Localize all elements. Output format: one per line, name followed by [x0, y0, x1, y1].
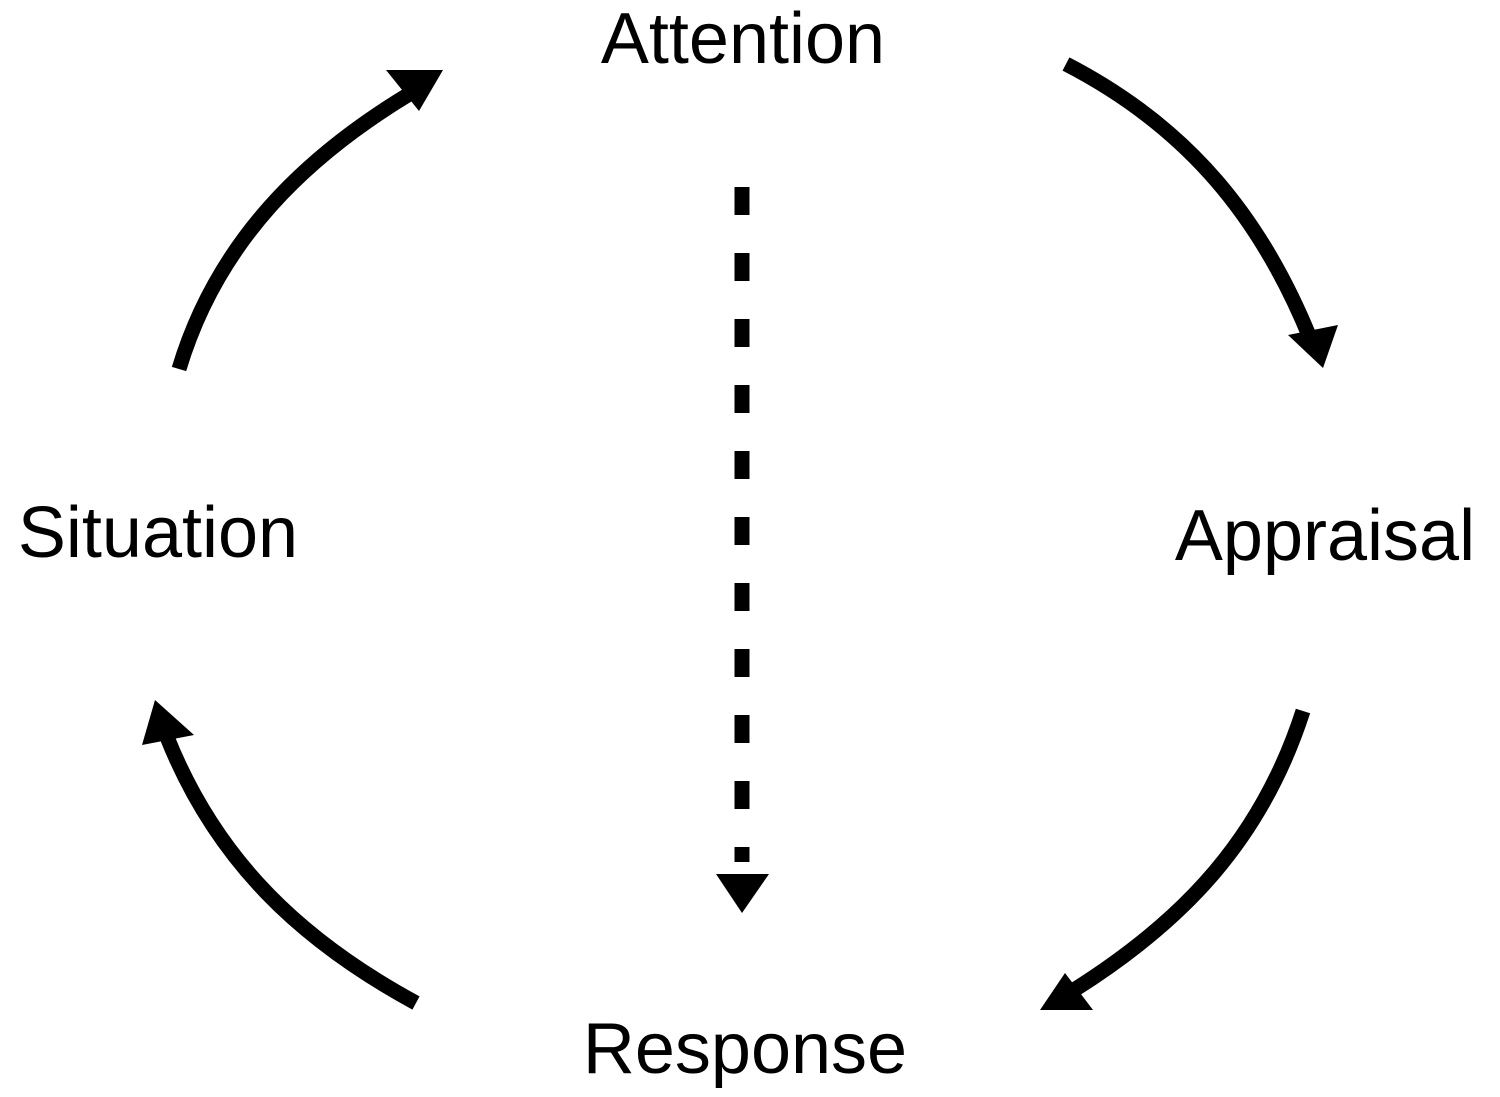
arrow-appraisal-to-response-line: [1069, 708, 1311, 997]
arrow-response-to-situation-head: [142, 700, 194, 745]
arrow-appraisal-to-response: [1040, 708, 1311, 1010]
node-response: Response: [583, 1009, 907, 1089]
node-attention: Attention: [601, 0, 885, 79]
arrow-attention-to-response-dashed: [716, 187, 769, 913]
arrow-situation-to-attention-head: [386, 70, 443, 111]
arrow-response-to-situation-line: [160, 734, 420, 1010]
arrow-attention-to-appraisal-line: [1062, 57, 1317, 341]
node-appraisal: Appraisal: [1175, 496, 1475, 576]
arrow-response-to-situation: [142, 700, 420, 1010]
arrow-situation-to-attention: [171, 70, 443, 372]
arrow-appraisal-to-response-head: [1040, 973, 1093, 1010]
node-situation: Situation: [18, 493, 298, 573]
arrow-attention-to-response-head: [716, 874, 769, 913]
arrow-attention-to-appraisal: [1062, 57, 1338, 368]
arrow-situation-to-attention-line: [171, 86, 415, 372]
arrow-attention-to-appraisal-head: [1288, 325, 1338, 368]
